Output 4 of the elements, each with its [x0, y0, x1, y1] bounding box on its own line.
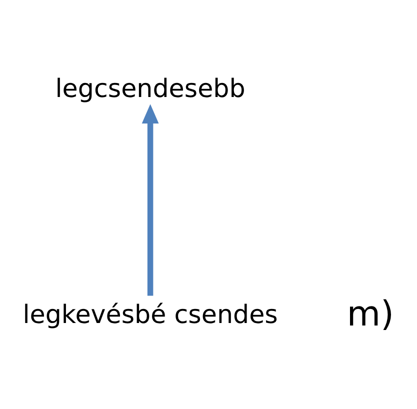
- arrow: [142, 104, 159, 296]
- node-text: legkevésbé csendes: [22, 298, 278, 329]
- label: m): [346, 294, 394, 334]
- node-text: legcsendesebb: [55, 72, 246, 102]
